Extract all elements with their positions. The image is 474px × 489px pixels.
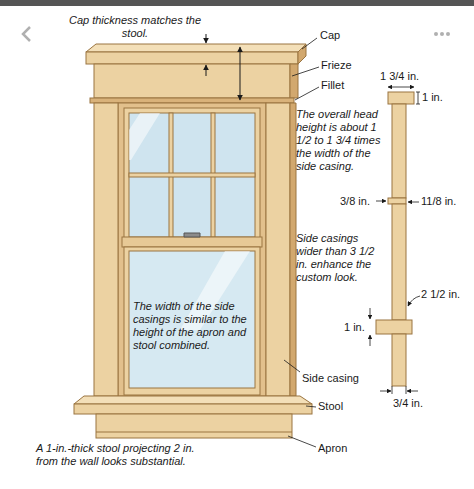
fillet-profile bbox=[388, 198, 406, 204]
drawing-part bbox=[240, 47, 241, 100]
dimension-arrows bbox=[206, 34, 240, 100]
lower-glass bbox=[129, 251, 255, 388]
part-name: Fillet bbox=[321, 79, 344, 92]
apron-bead bbox=[96, 432, 292, 433]
check-rail bbox=[122, 237, 262, 247]
drawing-part bbox=[284, 360, 300, 372]
dimension: 1 in. bbox=[422, 91, 443, 104]
drawing-part bbox=[416, 104, 420, 105]
note: The overall head height is about 1 1/2 t… bbox=[296, 108, 386, 173]
dimension: 1 3/4 in. bbox=[380, 70, 419, 83]
side-casing bbox=[94, 103, 118, 396]
back-chevron bbox=[23, 27, 30, 41]
drawing-part bbox=[129, 113, 160, 160]
drawing-part bbox=[418, 92, 419, 104]
sash-lock bbox=[184, 233, 200, 237]
drawing-part bbox=[388, 87, 414, 88]
note: The width of the side casings is similar… bbox=[133, 300, 253, 352]
part-name: Stool bbox=[318, 400, 343, 413]
stool-profile bbox=[376, 320, 412, 334]
stool bbox=[74, 404, 312, 414]
drawing-part bbox=[206, 65, 207, 76]
part-name: Apron bbox=[318, 442, 347, 455]
cap-profile bbox=[388, 92, 414, 104]
drawing-part bbox=[288, 436, 316, 447]
drawing-part bbox=[302, 38, 317, 49]
drawing-part bbox=[370, 308, 371, 319]
note: Cap thickness matches the stool. bbox=[60, 14, 210, 40]
drawing-part bbox=[206, 34, 207, 43]
note: Side casings wider than 3 1/2 in. enhanc… bbox=[296, 232, 386, 284]
drawing-part bbox=[408, 296, 420, 306]
casing-profile-bar bbox=[392, 204, 406, 320]
drawing-part bbox=[370, 335, 371, 346]
stool-top bbox=[74, 396, 312, 404]
glass-reflection bbox=[129, 113, 250, 330]
drawing-part bbox=[408, 202, 419, 203]
dimension: 3/4 in. bbox=[393, 397, 423, 410]
drawing-part bbox=[295, 87, 319, 100]
cap bbox=[86, 52, 298, 64]
window bbox=[74, 44, 312, 438]
jamb bbox=[118, 103, 266, 396]
drawing-part bbox=[446, 32, 450, 36]
drawing-part bbox=[292, 67, 319, 76]
drawing-part bbox=[416, 92, 420, 93]
muntin bbox=[129, 173, 255, 177]
dimension: 2 1/2 in. bbox=[421, 288, 460, 301]
upper-sash bbox=[124, 108, 260, 242]
dimension: 11/8 in. bbox=[421, 195, 456, 208]
drawing-part bbox=[376, 201, 386, 202]
lower-sash bbox=[124, 247, 260, 395]
fillet bbox=[90, 98, 294, 103]
dimension: 1 in. bbox=[344, 321, 365, 334]
status-bar bbox=[0, 0, 474, 6]
frieze bbox=[94, 64, 290, 98]
drawing-part bbox=[406, 386, 407, 394]
part-name: Side casing bbox=[302, 372, 372, 385]
frieze-profile bbox=[392, 104, 406, 198]
upper-glass bbox=[129, 113, 255, 237]
dimension: 3/8 in. bbox=[340, 195, 370, 208]
part-name: Cap bbox=[320, 29, 340, 42]
drawing-part bbox=[440, 32, 444, 36]
drawing-part bbox=[434, 32, 438, 36]
part-name: Frieze bbox=[321, 59, 352, 72]
note: A 1-in.-thick stool projecting 2 in. fro… bbox=[36, 442, 216, 468]
side-casing bbox=[266, 103, 290, 396]
cap-top bbox=[86, 44, 306, 52]
menu-dots bbox=[434, 32, 450, 36]
casing-profile bbox=[376, 92, 414, 386]
frieze-side bbox=[290, 64, 298, 98]
drawing-part bbox=[407, 391, 418, 392]
profile-dimensions bbox=[370, 87, 420, 394]
drawing-part bbox=[306, 406, 316, 407]
apron bbox=[96, 414, 292, 438]
casing-side bbox=[290, 103, 296, 396]
drawing-part bbox=[380, 391, 391, 392]
apron-profile bbox=[392, 334, 406, 386]
drawing-part bbox=[392, 386, 393, 394]
